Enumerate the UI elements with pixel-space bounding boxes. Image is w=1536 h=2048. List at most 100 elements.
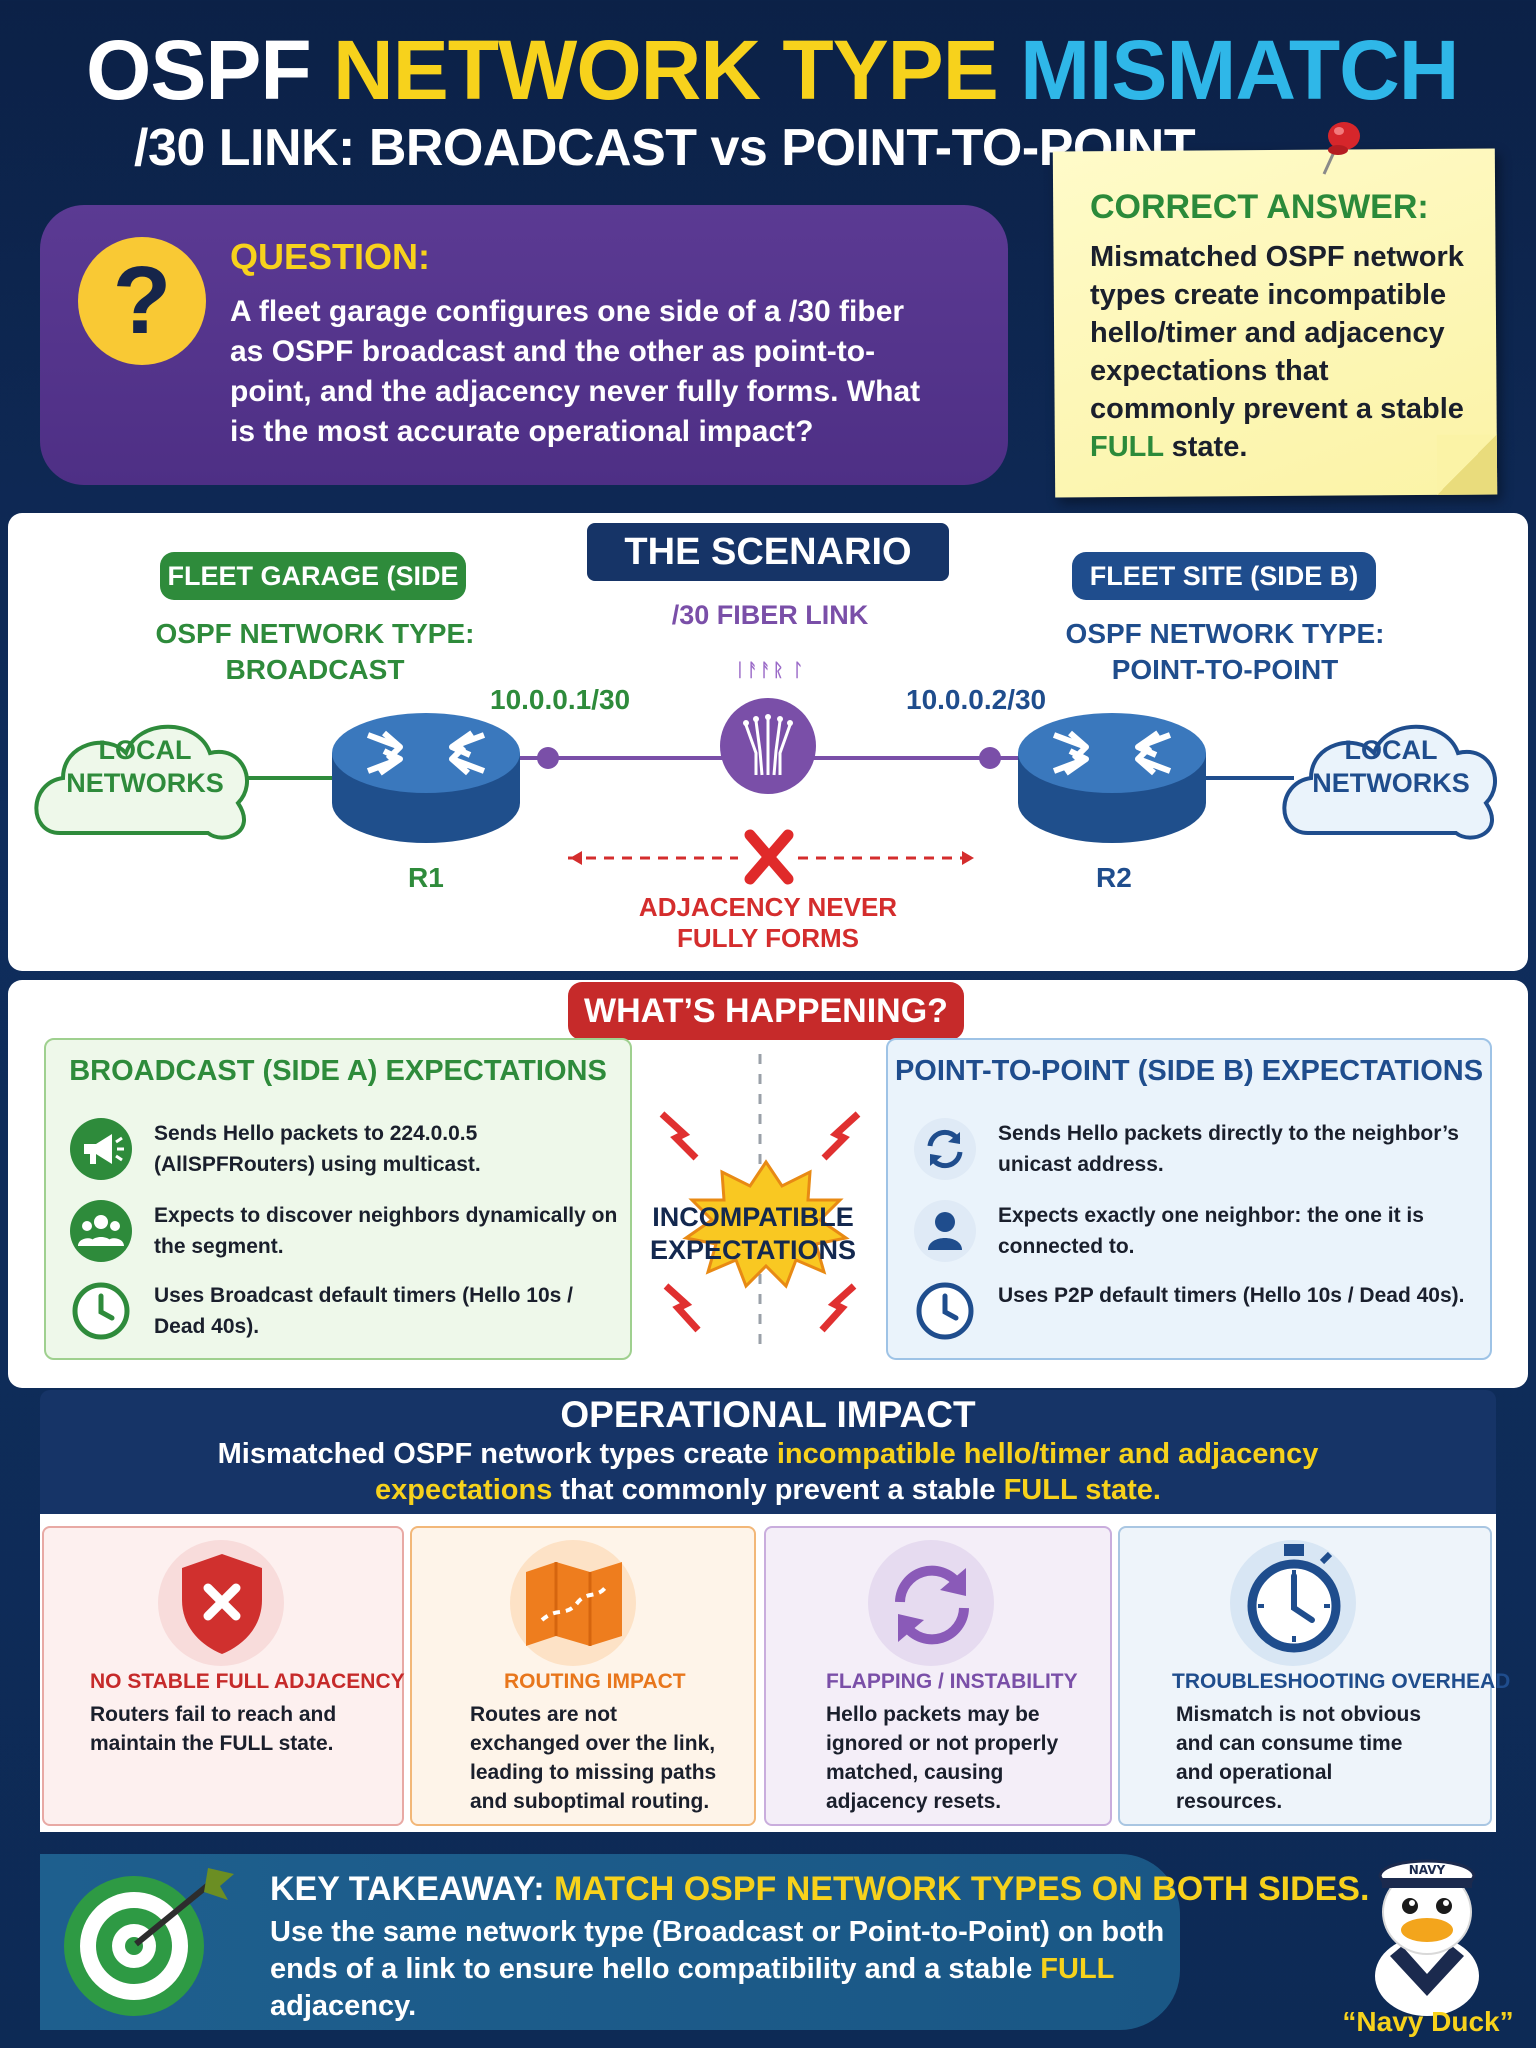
card-2-title: ROUTING IMPACT [504,1670,686,1693]
clock-icon [916,1282,974,1340]
port-a-dot [537,747,559,769]
cloud-b-icon [1282,724,1497,840]
incompatible-line1: INCOMPATIBLE [652,1202,854,1232]
mascot-caption: “Navy Duck” [1342,2006,1514,2037]
scenario-title-badge: THE SCENARIO [587,523,949,581]
scenario-diagram [34,698,1497,885]
cycle-arrows-icon [914,1118,976,1180]
adjacency-line2: FULLY FORMS [676,923,859,953]
fiber-link-label: /30 FIBER LINK [671,600,869,630]
router-r1-label: R1 [408,862,444,893]
happening-title: WHAT’S HAPPENING? [584,992,948,1030]
takeaway-bar [40,1854,1180,2030]
page-title: OSPF NETWORK TYPE MISMATCH [86,22,1459,119]
adjacency-broken-arrow [568,829,974,885]
router-r2-icon [1018,713,1206,843]
card-4-body: Mismatch is not obvious and can consume … [1176,1703,1422,1813]
scenario-title: THE SCENARIO [624,531,912,573]
happening-title-badge: WHAT’S HAPPENING? [568,982,964,1040]
broadcast-item-1: Sends Hello packets to 224.0.0.5 (AllSPF… [154,1122,481,1176]
p2p-title: POINT-TO-POINT (SIDE B) EXPECTATIONS [894,1055,1484,1087]
ip-address-a: 10.0.0.1/30 [490,684,631,715]
router-r1-icon [332,713,520,843]
person-icon [914,1200,976,1262]
fiber-link-sublabel: ᛁᚨᚨᚱ ᛚ [734,660,806,680]
answer-text-main: Mismatched OSPF network types create inc… [1090,241,1464,425]
side-a-label: FLEET GARAGE (SIDE A) [167,561,459,639]
impact-summary: Mismatched OSPF network types create inc… [160,1436,1376,1508]
title-part1: OSPF [86,23,312,117]
title-part3: MISMATCH [1020,23,1459,117]
impact-summary-part4: FULL state. [1003,1474,1161,1506]
side-b-type-value: POINT-TO-POINT [1111,654,1339,685]
impact-summary-part1: Mismatched OSPF network types create [217,1438,769,1470]
incompatible-line2: EXPECTATIONS [649,1235,857,1265]
port-b-dot [979,747,1001,769]
title-part2: NETWORK TYPE [333,23,999,117]
side-b-badge: FLEET SITE (SIDE B) [1072,552,1376,600]
side-b-label: FLEET SITE (SIDE B) [1089,561,1359,591]
p2p-item-1: Sends Hello packets directly to the neig… [998,1122,1459,1176]
takeaway-headline: MATCH OSPF NETWORK TYPES ON BOTH SIDES. [554,1870,1370,1908]
adjacency-status: ADJACENCY NEVER FULLY FORMS [630,892,906,954]
page-subtitle: /30 LINK: BROADCAST vs POINT-TO-POINT [134,119,1196,177]
broadcast-item-3: Uses Broadcast default timers (Hello 10s… [154,1284,573,1338]
question-panel [40,205,1008,485]
stopwatch-icon [1247,1544,1341,1653]
impact-title: OPERATIONAL IMPACT [560,1394,976,1435]
card-4-title: TROUBLESHOOTING OVERHEAD [1172,1670,1511,1693]
incompatible-burst [659,1054,861,1354]
side-a-network-type: OSPF NETWORK TYPE: BROADCAST [140,616,490,688]
lightning-icon [819,1111,861,1333]
side-b-type-label: OSPF NETWORK TYPE: [1065,618,1385,649]
question-label: QUESTION: [230,236,431,277]
takeaway-heading: KEY TAKEAWAY: MATCH OSPF NETWORK TYPES O… [270,1870,1369,1909]
card-3-icon-bg [868,1540,994,1666]
side-b-network-type: OSPF NETWORK TYPE: POINT-TO-POINT [1050,616,1400,688]
cloud-b-label: LOCAL NETWORKS [1312,735,1470,798]
question-text: A fleet garage configures one side of a … [230,295,921,448]
takeaway-body-end: adjacency. [270,1990,417,2022]
group-icon [70,1200,132,1262]
p2p-item-2: Expects exactly one neighbor: the one it… [998,1204,1424,1258]
answer-label: CORRECT ANSWER: [1090,188,1429,226]
impact-summary-part3: that commonly prevent a stable [560,1474,996,1506]
side-a-type-label: OSPF NETWORK TYPE: [155,618,475,649]
answer-text-end: state. [1171,431,1248,463]
cloud-a-label: LOCAL NETWORKS [66,735,224,798]
card-3-body: Hello packets may be ignored or not prop… [826,1703,1059,1813]
card-1-title: NO STABLE FULL ADJACENCY [90,1670,405,1693]
card-3-title: FLAPPING / INSTABILITY [826,1670,1078,1693]
navy-duck-mascot: NAVY [1375,1859,1479,2016]
ip-address-b: 10.0.0.2/30 [906,684,1047,715]
incompatible-label: INCOMPATIBLE EXPECTATIONS [640,1201,866,1267]
broadcast-title: BROADCAST (SIDE A) EXPECTATIONS [69,1055,607,1087]
p2p-item-3: Uses P2P default timers (Hello 10s / Dea… [998,1284,1465,1307]
side-a-type-value: BROADCAST [225,654,405,685]
takeaway-body: Use the same network type (Broadcast or … [270,1914,1170,2025]
mascot-hat-text: NAVY [1409,1863,1446,1877]
refresh-icon [895,1565,969,1645]
megaphone-icon [70,1118,132,1180]
side-a-badge: FLEET GARAGE (SIDE A) [160,552,466,639]
shield-x-icon [182,1554,262,1654]
cloud-a-icon [34,724,249,840]
takeaway-body-main: Use the same network type (Broadcast or … [270,1916,1165,1985]
lightning-icon [659,1111,701,1333]
impact-header [40,1390,1496,1514]
impact-summary-part2: incompatible hello/timer and adjacency e… [375,1438,1319,1506]
adjacency-line1: ADJACENCY NEVER [638,892,898,922]
x-mark-icon [744,829,794,885]
takeaway-label: KEY TAKEAWAY: [270,1870,545,1908]
card-2-body: Routes are not exchanged over the link, … [470,1703,717,1813]
clock-icon [72,1282,130,1340]
p2p-expectations-box [886,1038,1492,1360]
card-1-body: Routers fail to reach and maintain the F… [90,1703,337,1755]
answer-text-highlight: FULL [1090,431,1164,463]
pushpin-icon [1322,122,1360,175]
broadcast-expectations-box [44,1038,632,1360]
fiber-optic-icon [720,698,816,794]
answer-text: Mismatched OSPF network types create inc… [1090,238,1470,466]
map-route-icon [526,1562,622,1646]
target-icon [64,1868,234,2016]
